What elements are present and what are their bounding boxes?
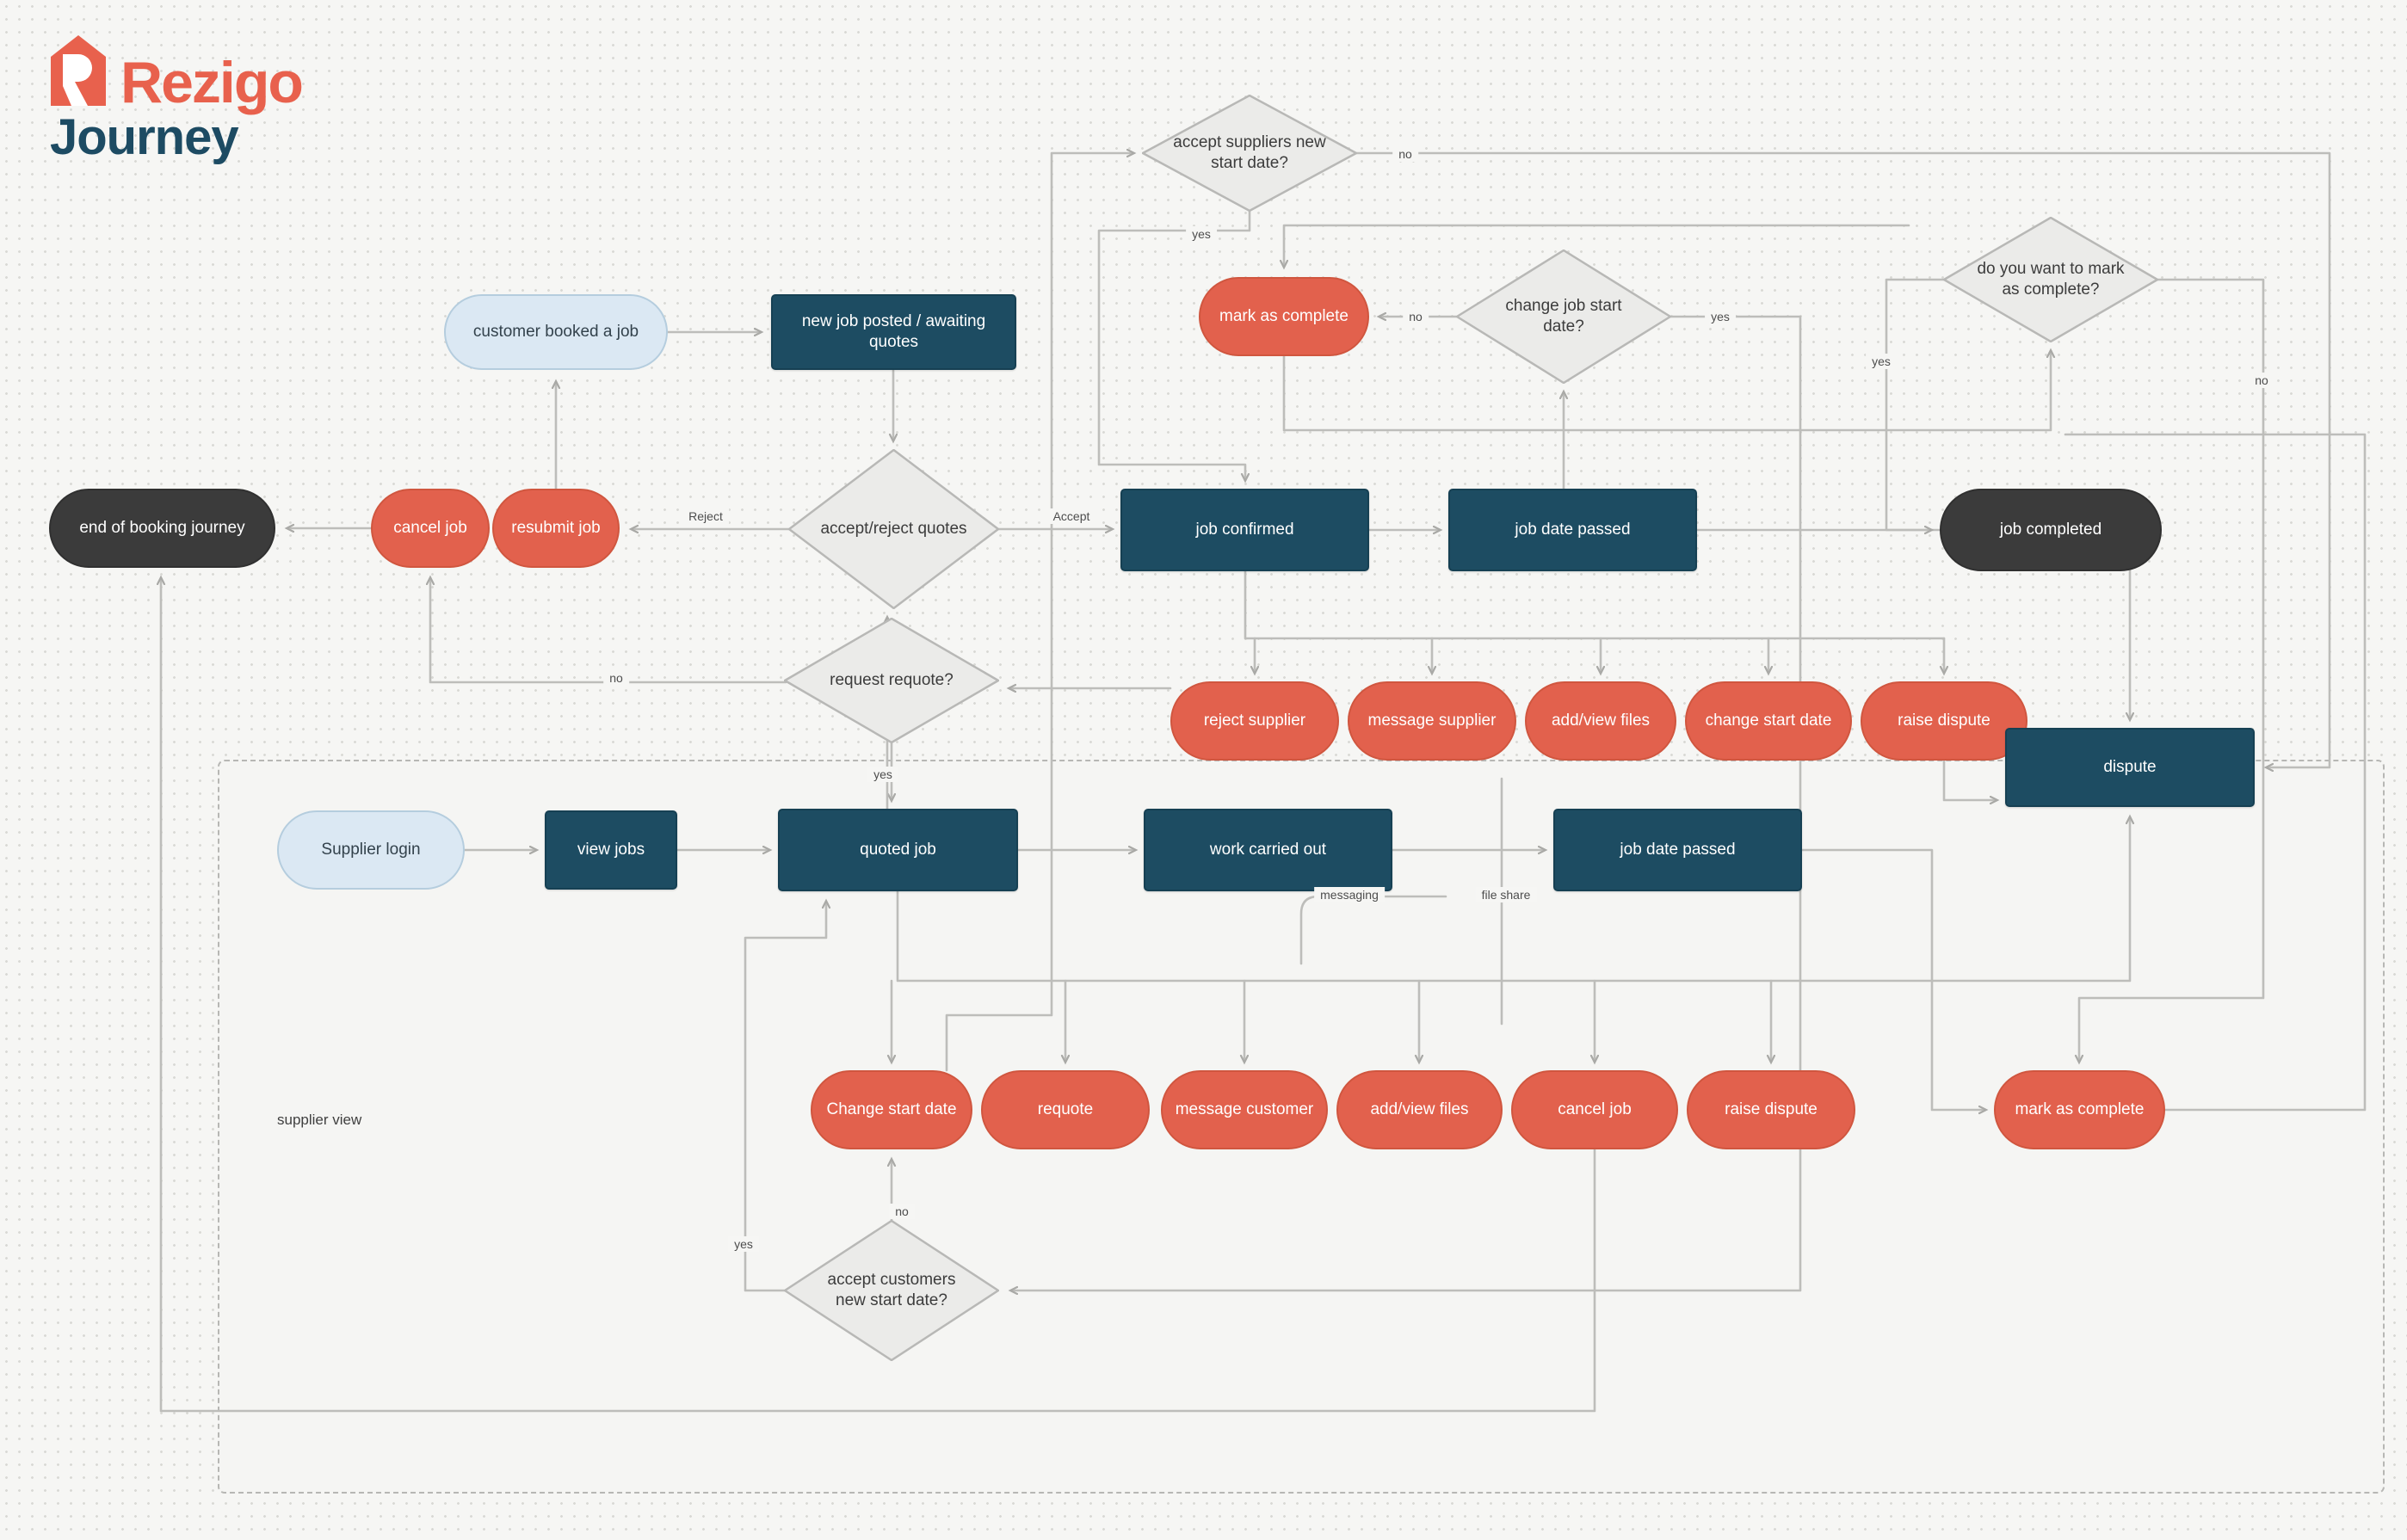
brand-name: Rezigo (120, 50, 304, 116)
edge-label-no: no (603, 670, 629, 686)
node-message-customer: message customer (1161, 1070, 1328, 1149)
supplier-view-label: supplier view (277, 1112, 362, 1128)
node-label: do you want to mark as complete? (1977, 260, 2125, 299)
edge-label-yes: yes (867, 767, 898, 782)
node-mark-as-complete-customer: mark as complete (1199, 277, 1369, 356)
node-resubmit-job: resubmit job (492, 489, 620, 568)
node-label: message customer (1175, 1100, 1314, 1119)
edge-label-no: no (889, 1204, 915, 1219)
node-new-job-posted: new job posted / awaiting quotes (771, 294, 1016, 370)
node-label: job date passed (1515, 521, 1631, 539)
node-label: job confirmed (1195, 521, 1294, 539)
node-job-confirmed: job confirmed (1120, 489, 1369, 571)
node-label: Supplier login (321, 841, 421, 859)
edge-label-reject: Reject (682, 508, 729, 524)
node-label: requote (1037, 1100, 1094, 1119)
node-job-date-passed-customer: job date passed (1448, 489, 1697, 571)
edge-label-no: no (2249, 373, 2274, 388)
node-label: accept/reject quotes (820, 520, 967, 539)
node-label: raise dispute (1725, 1100, 1818, 1119)
node-label: job date passed (1620, 841, 1736, 859)
node-label: request requote? (830, 671, 954, 690)
node-change-start-date-customer: change start date (1685, 681, 1852, 761)
node-work-carried-out: work carried out (1144, 809, 1392, 891)
node-customer-booked: customer booked a job (444, 294, 668, 370)
edge-label-yes: yes (1186, 226, 1217, 242)
node-raise-dispute-supplier: raise dispute (1687, 1070, 1855, 1149)
node-label: reject supplier (1203, 711, 1306, 730)
node-label: quoted job (860, 841, 936, 859)
node-add-view-files-customer: add/view files (1525, 681, 1676, 761)
node-requote: requote (981, 1070, 1150, 1149)
node-accept-customers-new-start-date: accept customers new start date? (784, 1220, 999, 1361)
node-label: add/view files (1370, 1100, 1469, 1119)
node-label: message supplier (1367, 711, 1497, 730)
node-do-you-want-to-mark-as-complete: do you want to mark as complete? (1943, 217, 2158, 342)
node-job-completed: job completed (1940, 489, 2162, 571)
edge-label-no: no (1403, 309, 1429, 324)
brand-subtitle: Journey (50, 109, 239, 165)
node-label: new job posted / awaiting quotes (801, 312, 986, 351)
edge-label-no: no (1392, 146, 1418, 162)
edge-label-accept: Accept (1046, 508, 1096, 524)
house-logo-icon (50, 34, 107, 111)
logo: Rezigo Journey (50, 34, 304, 165)
edge-label-yes: yes (728, 1236, 759, 1252)
node-view-jobs: view jobs (545, 810, 677, 890)
node-label: accept customers new start date? (827, 1271, 956, 1309)
node-label: customer booked a job (472, 323, 639, 342)
node-label: job completed (1999, 521, 2102, 539)
node-label: change start date (1705, 711, 1832, 730)
node-add-view-files-supplier: add/view files (1336, 1070, 1503, 1149)
node-cancel-job-supplier: cancel job (1511, 1070, 1678, 1149)
node-label: cancel job (1558, 1100, 1632, 1119)
edge-label-messaging: messaging (1314, 887, 1385, 902)
node-raise-dispute-customer: raise dispute (1861, 681, 2027, 761)
node-label: dispute (2103, 758, 2157, 777)
edge-label-file-share: file share (1475, 887, 1537, 902)
node-request-requote: request requote? (784, 618, 999, 743)
node-accept-reject-quotes: accept/reject quotes (788, 449, 999, 609)
node-message-supplier: message supplier (1348, 681, 1516, 761)
node-dispute: dispute (2005, 728, 2255, 807)
node-label: resubmit job (511, 519, 601, 538)
node-supplier-login: Supplier login (277, 810, 465, 890)
node-label: add/view files (1551, 711, 1651, 730)
node-label: mark as complete (1219, 307, 1349, 326)
node-label: Change start date (826, 1100, 957, 1119)
node-label: end of booking journey (79, 519, 245, 538)
node-mark-as-complete-supplier: mark as complete (1994, 1070, 2165, 1149)
node-cancel-job-customer: cancel job (371, 489, 490, 568)
node-change-job-start-date: change job start date? (1456, 249, 1671, 384)
node-label: accept suppliers new start date? (1173, 133, 1326, 172)
node-job-date-passed-supplier: job date passed (1553, 809, 1802, 891)
node-label: view jobs (577, 841, 645, 859)
node-end-of-booking-journey: end of booking journey (49, 489, 275, 568)
node-accept-suppliers-new-start-date: accept suppliers new start date? (1142, 95, 1357, 212)
node-label: raise dispute (1898, 711, 1990, 730)
node-reject-supplier: reject supplier (1170, 681, 1339, 761)
node-change-start-date-supplier: Change start date (811, 1070, 972, 1149)
node-label: mark as complete (2015, 1100, 2145, 1119)
edge-label-yes: yes (1866, 354, 1897, 369)
node-label: cancel job (393, 519, 467, 538)
node-label: change job start date? (1505, 297, 1622, 336)
edge-label-yes: yes (1705, 309, 1736, 324)
node-quoted-job: quoted job (778, 809, 1018, 891)
node-label: work carried out (1209, 841, 1327, 859)
